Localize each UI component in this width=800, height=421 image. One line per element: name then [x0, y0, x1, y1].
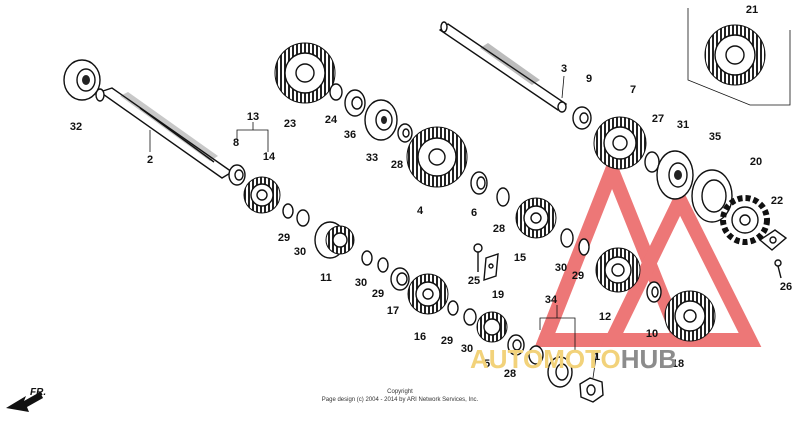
gear-7[interactable] [593, 116, 647, 170]
part-21-bracket [687, 8, 791, 106]
callout-c18: 18 [672, 358, 684, 370]
circlip-30-d[interactable] [463, 308, 477, 326]
callout-c28c: 28 [504, 368, 516, 380]
washer-27[interactable] [644, 151, 660, 173]
washer-29-a[interactable] [282, 203, 294, 219]
bushing-17[interactable] [390, 267, 410, 291]
circlip-30-a[interactable] [296, 209, 310, 227]
callout-c17: 17 [387, 305, 399, 317]
callout-c9: 9 [586, 73, 592, 85]
gear-14[interactable] [243, 176, 281, 214]
callout-c3: 3 [561, 63, 567, 75]
bearing-32[interactable] [63, 59, 101, 101]
callout-c28b: 28 [493, 223, 505, 235]
callout-c24: 24 [325, 114, 338, 126]
circlip-30-c[interactable] [560, 228, 574, 248]
callout-c14: 14 [263, 151, 276, 163]
watermark-part-2: HUB [621, 344, 677, 374]
bolt-26[interactable] [774, 259, 782, 279]
bearing-31[interactable] [656, 150, 694, 200]
washer-29-c[interactable] [578, 238, 590, 256]
bushing-6[interactable] [470, 171, 488, 195]
callout-c29a: 29 [278, 232, 290, 244]
washer-28-c[interactable] [507, 334, 525, 356]
sprocket-20[interactable] [720, 195, 770, 245]
callout-c33: 33 [366, 152, 378, 164]
callout-c1: 1 [594, 351, 600, 363]
callout-c20: 20 [750, 156, 762, 168]
bracket-13 [236, 129, 269, 152]
callout-c6: 6 [471, 207, 477, 219]
circlip-30-b[interactable] [361, 250, 373, 266]
callout-c30c: 30 [555, 262, 567, 274]
gear-18[interactable] [664, 290, 716, 342]
callout-c29d: 29 [441, 335, 453, 347]
gear-23[interactable] [274, 42, 336, 104]
callout-c28a: 28 [391, 159, 403, 171]
callout-c30a: 30 [294, 246, 306, 258]
gear-5[interactable] [476, 311, 508, 343]
watermark-part-1: AUTOMOTO [470, 344, 621, 374]
collar-9[interactable] [572, 106, 592, 130]
callout-c4: 4 [417, 205, 424, 217]
washer-29-b[interactable] [377, 257, 389, 273]
callout-c8: 8 [233, 137, 239, 149]
gear-11[interactable] [314, 221, 355, 259]
collar-8[interactable] [228, 164, 246, 186]
callout-c22: 22 [771, 195, 783, 207]
front-direction-arrow-icon: FR. [6, 387, 46, 412]
callout-c11: 11 [320, 272, 332, 284]
gear-12[interactable] [595, 247, 641, 293]
gear-15[interactable] [515, 197, 557, 239]
callout-c5: 5 [484, 358, 490, 370]
bearing-33[interactable] [364, 99, 398, 141]
callout-c12: 12 [599, 311, 611, 323]
callout-c29c: 29 [572, 270, 584, 282]
callout-c10: 10 [646, 328, 658, 340]
callout-c23: 23 [284, 118, 296, 130]
callout-c26: 26 [780, 281, 792, 293]
callout-c31: 31 [677, 119, 689, 131]
washer-28-a[interactable] [397, 123, 413, 143]
callout-c7: 7 [630, 84, 636, 96]
countershaft-2[interactable] [95, 87, 234, 179]
callout-numbers: 32 2 13 8 14 23 24 36 33 28 4 3 9 7 27 31 35 21 20 22 26 6 28 1… [70, 4, 792, 380]
callout-c30d: 30 [461, 343, 473, 355]
washer-29-d[interactable] [447, 300, 459, 316]
copyright-line-2: Page design (c) 2004 - 2014 by ARI Netwo… [322, 397, 479, 403]
callout-c16: 16 [414, 331, 426, 343]
callout-c35: 35 [709, 131, 721, 143]
watermark-logo-icon [534, 151, 762, 347]
bolt-25[interactable] [473, 243, 483, 272]
gear-16[interactable] [407, 273, 449, 315]
callout-c13: 13 [247, 111, 259, 123]
collar-36[interactable] [344, 89, 366, 117]
sprocket-21[interactable] [704, 24, 766, 86]
bushing-10[interactable] [646, 281, 662, 303]
mainshaft-3[interactable] [438, 21, 568, 113]
oil-seal-35[interactable] [691, 169, 733, 223]
callout-c29b: 29 [372, 288, 384, 300]
nut-1[interactable] [579, 349, 604, 403]
callout-c15: 15 [514, 252, 526, 264]
direction-label: FR. [30, 387, 46, 398]
watermark-text: AUTOMOTOHUB [470, 344, 677, 374]
washer-28-b[interactable] [496, 187, 510, 207]
callout-c21: 21 [746, 4, 758, 16]
copyright-line-1: Copyright [387, 389, 413, 395]
callout-c30b: 30 [355, 277, 367, 289]
callout-c19: 19 [492, 289, 504, 301]
fixing-plate-22[interactable] [758, 229, 788, 251]
plate-19[interactable] [483, 252, 499, 282]
washer-24[interactable] [329, 83, 343, 101]
callout-c34: 34 [545, 294, 558, 306]
gear-4[interactable] [406, 126, 468, 188]
callout-c27: 27 [652, 113, 664, 125]
callout-c25: 25 [468, 275, 480, 287]
callout-c32: 32 [70, 121, 82, 133]
bearing-34[interactable] [528, 305, 576, 388]
callout-c2: 2 [147, 154, 153, 166]
callout-c36: 36 [344, 129, 356, 141]
